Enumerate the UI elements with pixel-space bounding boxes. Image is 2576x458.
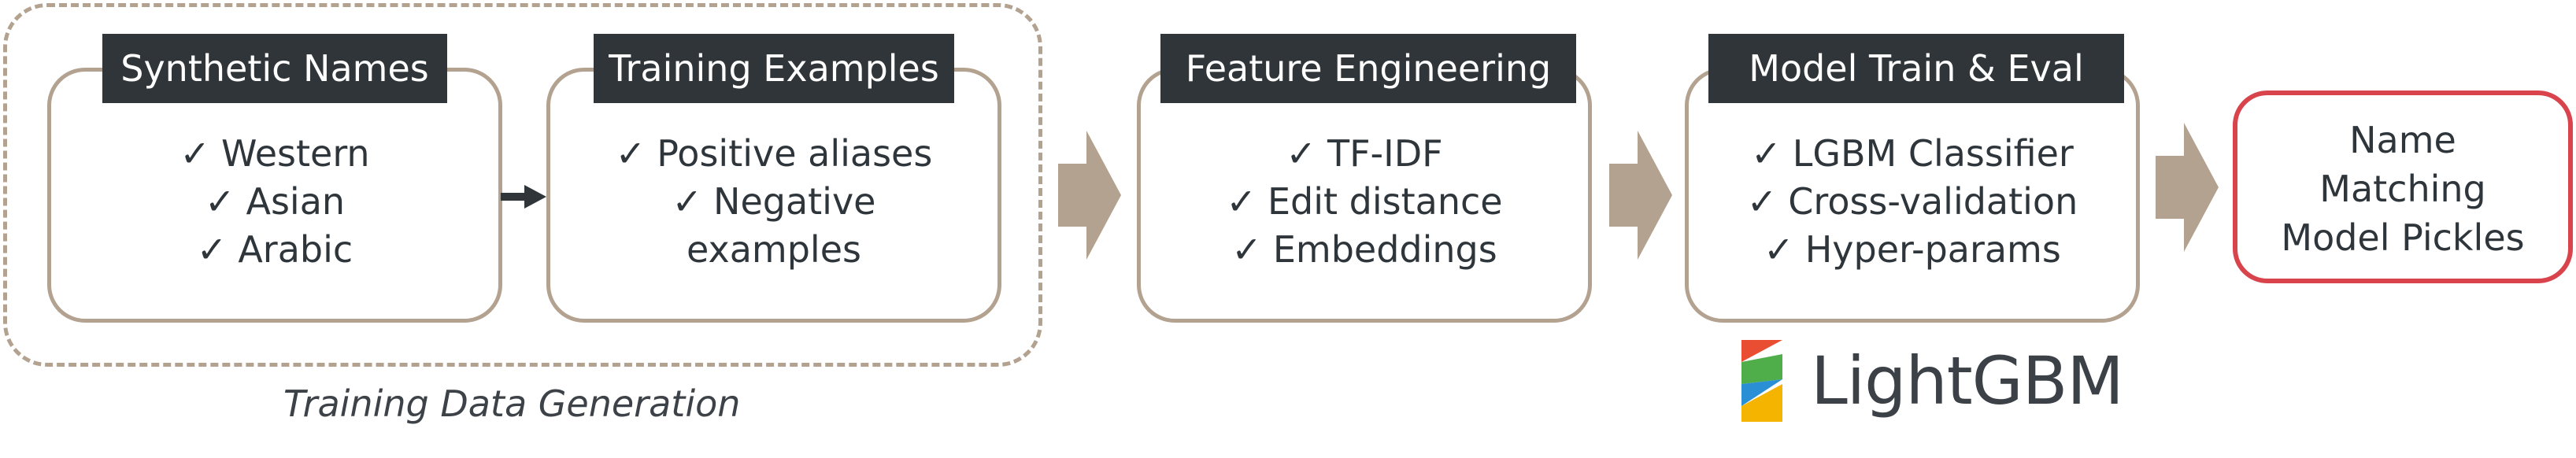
stage-title: Feature Engineering: [1160, 34, 1576, 103]
stage-training-examples: Training Examples ✓Positive aliases ✓Neg…: [546, 34, 1001, 323]
check-icon: ✓: [1226, 180, 1257, 223]
check-icon: ✓: [1764, 228, 1794, 271]
check-icon: ✓: [1286, 132, 1316, 175]
check-icon: ✓: [672, 180, 703, 223]
stage-items: ✓Western ✓Asian ✓Arabic: [51, 130, 498, 274]
list-item: ✓Arabic: [196, 228, 353, 271]
check-icon: ✓: [615, 132, 646, 175]
stage-title: Synthetic Names: [102, 34, 447, 103]
list-item: ✓Negative: [672, 180, 876, 223]
connector-arrow-icon: [501, 185, 546, 209]
check-icon: ✓: [196, 228, 228, 271]
output-line: Matching: [2319, 168, 2486, 210]
stage-model-train-eval: Model Train & Eval ✓LGBM Classifier ✓Cro…: [1685, 34, 2140, 323]
list-item: ✓Cross-validation: [1746, 180, 2078, 223]
list-item: ✓Positive aliases: [615, 132, 933, 175]
stage-synthetic-names: Synthetic Names ✓Western ✓Asian ✓Arabic: [47, 34, 502, 323]
flow-arrow-icon: [1058, 131, 1121, 260]
output-line: Name: [2349, 119, 2456, 161]
stage-title: Model Train & Eval: [1708, 34, 2124, 103]
list-item: ✓Hyper-params: [1764, 228, 2061, 271]
stage-title: Training Examples: [594, 34, 954, 103]
list-item: ✓Embeddings: [1231, 228, 1497, 271]
list-item: ✓TF-IDF: [1286, 132, 1443, 175]
stage-items: ✓LGBM Classifier ✓Cross-validation ✓Hype…: [1689, 130, 2136, 274]
check-icon: ✓: [180, 132, 210, 175]
list-item: ✓Asian: [204, 180, 346, 223]
output-line: Model Pickles: [2281, 216, 2525, 259]
stage-feature-engineering: Feature Engineering ✓TF-IDF ✓Edit distan…: [1137, 34, 1592, 323]
stage-items: ✓Positive aliases ✓Negative examples: [550, 130, 997, 274]
lightgbm-logo-text: LightGBM: [1811, 342, 2124, 419]
check-icon: ✓: [204, 180, 235, 223]
flow-arrow-icon: [2156, 123, 2219, 252]
group-label: Training Data Generation: [283, 382, 741, 425]
check-icon: ✓: [1751, 132, 1782, 175]
output-model-pickles: Name Matching Model Pickles: [2233, 90, 2573, 283]
list-item: ✓Edit distance: [1226, 180, 1503, 223]
lightgbm-logo-icon: [1741, 340, 1782, 422]
training-data-group: [3, 3, 1042, 367]
list-item: ✓LGBM Classifier: [1751, 132, 2074, 175]
stage-items: ✓TF-IDF ✓Edit distance ✓Embeddings: [1141, 130, 1588, 274]
flow-arrow-icon: [1609, 131, 1672, 260]
check-icon: ✓: [1231, 228, 1262, 271]
lightgbm-logo: LightGBM: [1738, 340, 2179, 425]
list-item: examples: [687, 228, 861, 271]
list-item: ✓Western: [180, 132, 370, 175]
check-icon: ✓: [1746, 180, 1778, 223]
